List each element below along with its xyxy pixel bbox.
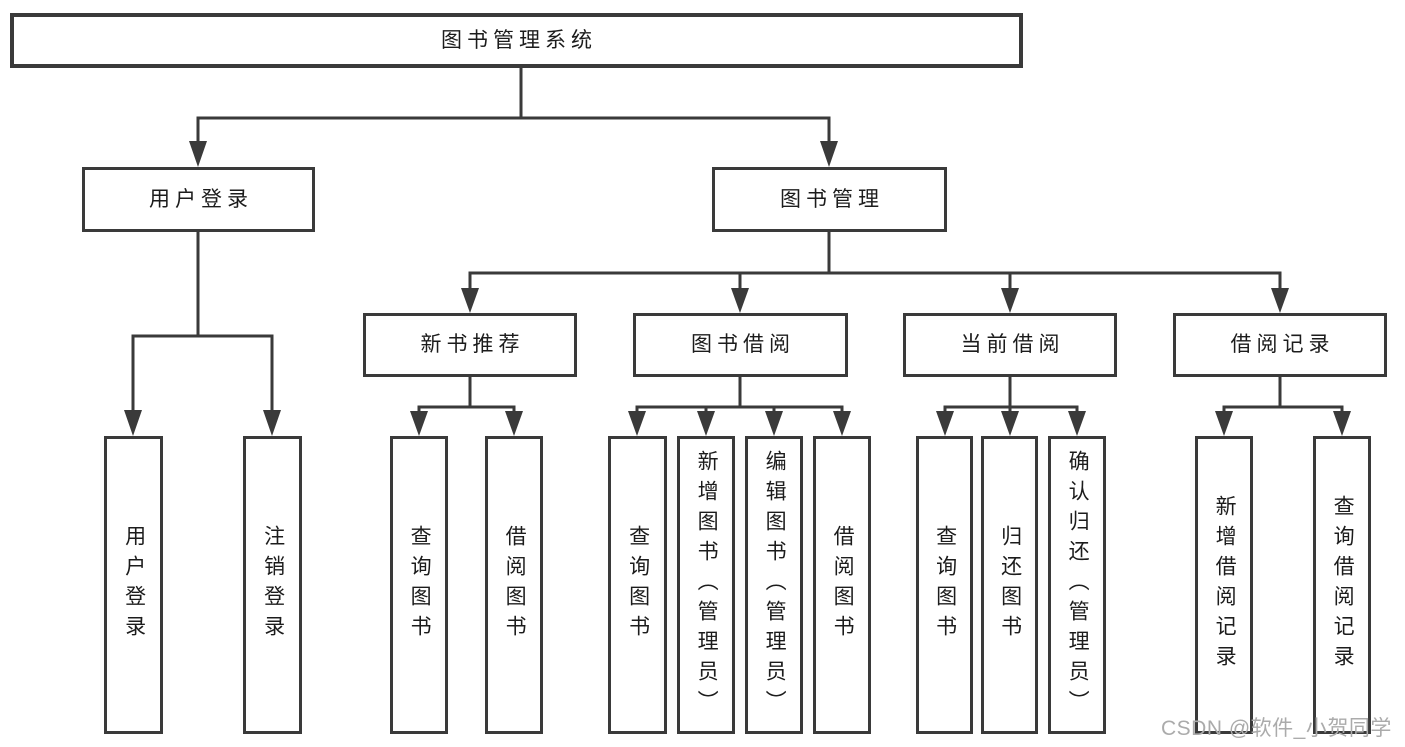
- leaf-logout-login: 注销登录: [243, 436, 302, 734]
- node-book-borrow: 图书借阅: [633, 313, 848, 377]
- node-label: 图书管理系统: [441, 28, 597, 52]
- leaf-borrow-edit-book-admin: 编辑图书（管理员）: [745, 436, 803, 734]
- node-library-management-system: 图书管理系统: [10, 13, 1023, 68]
- csdn-watermark: CSDN @软件_小贺同学: [1161, 717, 1392, 740]
- leaf-records-add-borrow-record: 新增借阅记录: [1195, 436, 1253, 734]
- leaf-label: 新增借阅记录: [1213, 495, 1237, 675]
- node-new-book-recommend: 新书推荐: [363, 313, 577, 377]
- leaf-label: 确认归还（管理员）: [1066, 450, 1090, 720]
- node-label: 图书管理: [780, 187, 884, 211]
- leaf-borrow-query-book: 查询图书: [608, 436, 667, 734]
- leaf-label: 查询借阅记录: [1331, 495, 1355, 675]
- node-user-login: 用户登录: [82, 167, 315, 232]
- leaf-label: 用户登录: [122, 525, 146, 645]
- leaf-records-query-borrow-record: 查询借阅记录: [1313, 436, 1371, 734]
- node-label: 借阅记录: [1230, 333, 1335, 357]
- leaf-borrow-borrow-book: 借阅图书: [813, 436, 871, 734]
- arrowheads: [124, 141, 1351, 436]
- leaf-newbook-borrow-book: 借阅图书: [485, 436, 543, 734]
- node-borrow-records: 借阅记录: [1173, 313, 1387, 377]
- leaf-label: 注销登录: [261, 525, 285, 645]
- leaf-label: 查询图书: [933, 525, 957, 645]
- node-label: 当前借阅: [960, 333, 1065, 357]
- node-label: 图书借阅: [691, 333, 795, 357]
- leaf-newbook-query-book: 查询图书: [390, 436, 448, 734]
- node-current-borrow: 当前借阅: [903, 313, 1117, 377]
- leaf-label: 借阅图书: [503, 525, 527, 645]
- leaf-user-login: 用户登录: [104, 436, 163, 734]
- leaf-borrow-add-book-admin: 新增图书（管理员）: [677, 436, 735, 734]
- leaf-label: 归还图书: [998, 525, 1022, 645]
- leaf-label: 编辑图书（管理员）: [763, 450, 787, 720]
- node-label: 新书推荐: [420, 333, 525, 357]
- leaf-current-return-book: 归还图书: [981, 436, 1038, 734]
- leaf-label: 查询图书: [408, 525, 432, 645]
- leaf-label: 借阅图书: [831, 525, 855, 645]
- node-book-management: 图书管理: [712, 167, 947, 232]
- node-label: 用户登录: [149, 187, 253, 211]
- leaf-current-query-book: 查询图书: [916, 436, 973, 734]
- leaf-current-confirm-return-admin: 确认归还（管理员）: [1048, 436, 1106, 734]
- leaf-label: 查询图书: [626, 525, 650, 645]
- leaf-label: 新增图书（管理员）: [695, 450, 719, 720]
